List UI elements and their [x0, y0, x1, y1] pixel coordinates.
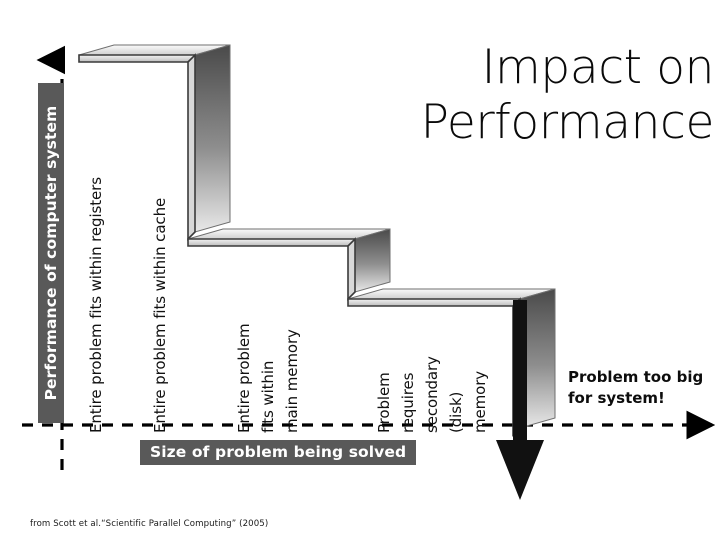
x-axis-label: Size of problem being solved: [140, 440, 417, 465]
staircase-blocks: [78, 44, 556, 500]
step-label-secondary-line-2: requires: [399, 372, 417, 433]
y-axis-label: Performance of computer system: [38, 83, 64, 423]
step-label-main-memory-line-2: fits within: [259, 360, 277, 433]
step-label-registers: Entire problem fits within registers: [87, 177, 105, 433]
step-label-secondary-line-5: memory: [471, 370, 489, 433]
step-label-secondary-line-1: Problem: [375, 372, 393, 433]
step-label-main-memory-line-3: main memory: [283, 329, 301, 433]
step-label-secondary-line-4: (disk): [447, 391, 465, 433]
callout-problem-too-big: Problem too big for system!: [568, 368, 704, 408]
step-label-secondary-line-3: secondary: [423, 356, 441, 433]
step-block-cache: [187, 228, 391, 301]
step-label-cache: Entire problem fits within cache: [151, 197, 169, 433]
down-arrow-icon: [496, 300, 544, 500]
page-title: Impact on Performance: [420, 40, 715, 150]
source-citation: from Scott et al.“Scientific Parallel Co…: [30, 519, 269, 529]
step-block-registers: [78, 44, 231, 241]
step-label-main-memory-line-1: Entire problem: [235, 323, 253, 433]
